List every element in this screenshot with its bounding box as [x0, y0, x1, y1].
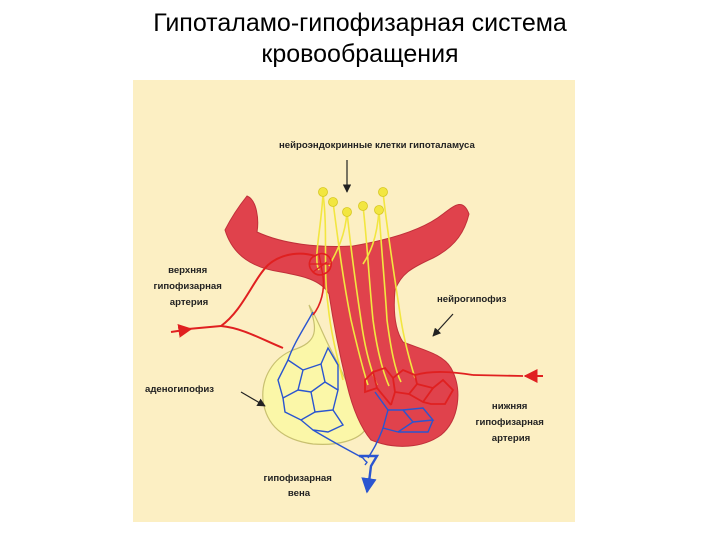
neuron-body [374, 205, 384, 215]
label-neurohypophysis: нейрогипофиз [437, 294, 507, 305]
page-title: Гипоталамо-гипофизарная система кровообр… [0, 8, 720, 70]
pituitary-diagram: нейроэндокринные клетки гипоталамуса вер… [145, 140, 546, 499]
label-arrows [240, 160, 454, 407]
title-line-2: кровообращения [261, 40, 459, 68]
hypophyseal-vein [359, 454, 380, 494]
label-adenohypophysis: аденогипофиз [145, 384, 214, 395]
neuron-bodies [318, 187, 388, 217]
portal-vein-network [277, 311, 368, 466]
adenohypophysis-lobe [262, 304, 366, 445]
neurohypophysis-arrow [432, 313, 454, 337]
neuron-body [378, 187, 388, 197]
adenohypophysis-arrow [240, 391, 266, 407]
superior-artery-vessels [187, 252, 333, 349]
superior-artery-arrow [170, 323, 193, 338]
neuron-body [358, 201, 368, 211]
inferior-artery-vessels [364, 366, 524, 406]
neuron-body [342, 207, 352, 217]
title-line-1: Гипоталамо-гипофизарная система [153, 9, 567, 37]
label-neuro-cells: нейроэндокринные клетки гипоталамуса [279, 140, 475, 151]
label-inferior-artery: нижняя гипофизарная артерия [475, 401, 546, 444]
label-superior-artery: верхняя гипофизарная артерия [153, 265, 224, 308]
hypothalamus-tissue [224, 195, 470, 447]
neuro-vein-network [367, 391, 435, 459]
neuron-body [328, 197, 338, 207]
label-vein: гипофизарная вена [263, 473, 334, 499]
neuron-body [318, 187, 328, 197]
